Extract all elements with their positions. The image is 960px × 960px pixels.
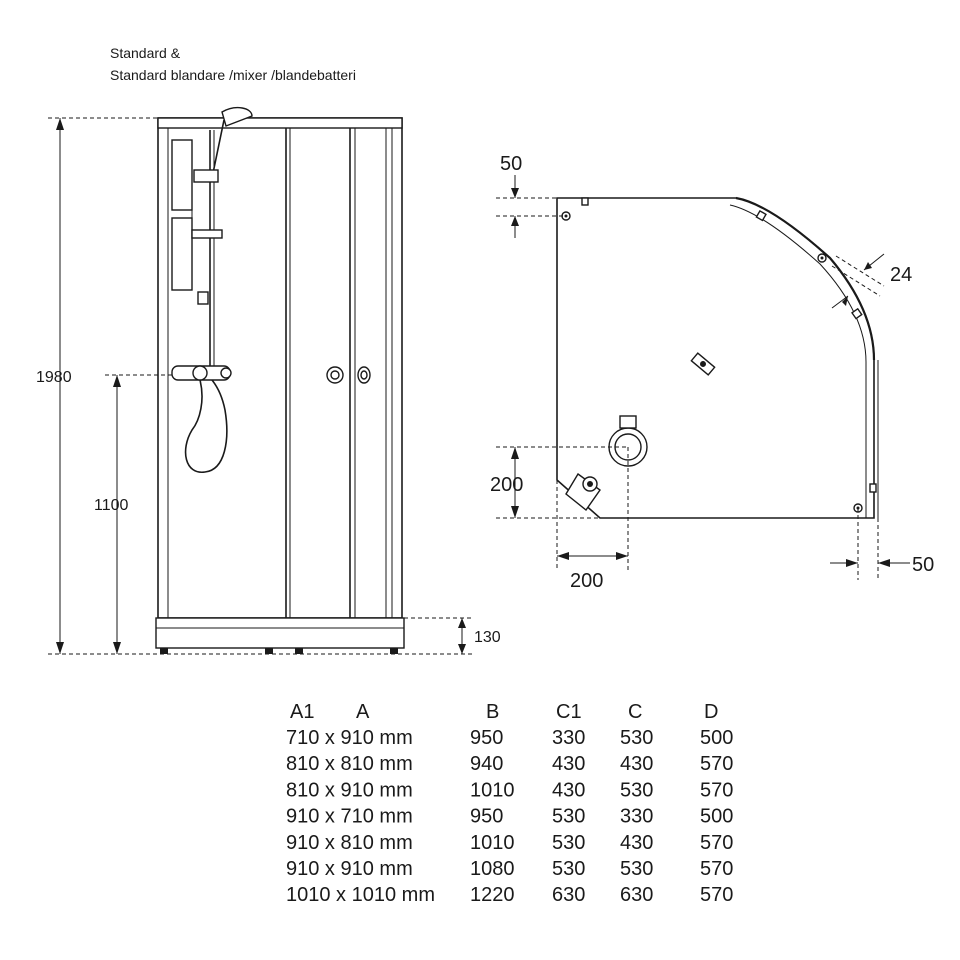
table-cell-c1: 430 — [552, 779, 585, 801]
dim-drain-y: 200 — [490, 474, 523, 496]
table-cell-size: 810 x 810 mm — [286, 753, 413, 775]
table-header-b: B — [486, 701, 499, 723]
dim-right-offset: 50 — [912, 554, 934, 576]
table-cell-size: 910 x 810 mm — [286, 832, 413, 854]
table-cell-d: 570 — [700, 858, 733, 880]
table-header-a1: A1 — [290, 701, 314, 723]
shower-head-icon — [193, 106, 253, 183]
hinge-icon — [561, 197, 877, 513]
table-cell-c1: 430 — [552, 753, 585, 775]
table-header-c: C — [628, 701, 642, 723]
plan-view: 50 24 200 200 50 — [490, 153, 934, 592]
table-cell-size: 710 x 910 mm — [286, 727, 413, 749]
table-cell-d: 500 — [700, 806, 733, 828]
dim-mixer-height: 1100 — [94, 497, 129, 514]
table-cell-b: 1010 — [470, 779, 515, 801]
table-cell-c: 330 — [620, 806, 653, 828]
dimension-table: A1 A B C1 C D 710 x 910 mm 950 330 530 500 810 x 81… — [286, 701, 733, 906]
table-cell-c1: 330 — [552, 727, 585, 749]
table-cell-c: 530 — [620, 727, 653, 749]
table-cell-c1: 530 — [552, 806, 585, 828]
table-cell-c: 430 — [620, 832, 653, 854]
table-cell-b: 940 — [470, 753, 503, 775]
center-clip-icon — [690, 352, 716, 376]
dim-total-height: 1980 — [36, 369, 72, 386]
shower-tray — [155, 617, 405, 649]
table-cell-d: 570 — [700, 884, 733, 906]
table-cell-b: 1080 — [470, 858, 515, 880]
table-header-d: D — [704, 701, 718, 723]
title-line-1: Standard & — [110, 45, 181, 61]
table-cell-size: 910 x 910 mm — [286, 858, 413, 880]
table-cell-size: 910 x 710 mm — [286, 806, 413, 828]
table-cell-b: 950 — [470, 727, 503, 749]
storage-shelf-top — [171, 139, 193, 211]
door-knob-icon — [326, 366, 371, 384]
table-cell-c1: 630 — [552, 884, 585, 906]
table-cell-b: 950 — [470, 806, 503, 828]
table-cell-size: 810 x 910 mm — [286, 779, 413, 801]
table-cell-c1: 530 — [552, 858, 585, 880]
table-cell-size: 1010 x 1010 mm — [286, 884, 435, 906]
table-cell-d: 570 — [700, 753, 733, 775]
mixer-icon — [171, 365, 232, 381]
drain-icon — [608, 415, 648, 467]
table-cell-c: 630 — [620, 884, 653, 906]
table-header-c1: C1 — [556, 701, 582, 723]
table-cell-c: 530 — [620, 779, 653, 801]
table-header-a: A — [356, 701, 370, 723]
table-cell-b: 1220 — [470, 884, 515, 906]
dim-glass-thickness: 24 — [890, 264, 912, 286]
table-cell-c: 430 — [620, 753, 653, 775]
outlet-icon — [565, 472, 601, 512]
dim-drain-x: 200 — [570, 570, 603, 592]
table-cell-d: 570 — [700, 779, 733, 801]
table-cell-c: 530 — [620, 858, 653, 880]
dim-tray-height: 130 — [474, 629, 501, 646]
table-cell-d: 570 — [700, 832, 733, 854]
table-cell-d: 500 — [700, 727, 733, 749]
front-view: 1980 1100 130 — [36, 106, 501, 655]
dim-top-offset: 50 — [500, 153, 522, 175]
title-line-2: Standard blandare /mixer /blandebatteri — [110, 67, 356, 83]
table-cell-b: 1010 — [470, 832, 515, 854]
shower-hose — [184, 379, 228, 473]
storage-shelf-bottom — [171, 217, 193, 291]
table-cell-c1: 530 — [552, 832, 585, 854]
plan-outline — [556, 197, 875, 519]
